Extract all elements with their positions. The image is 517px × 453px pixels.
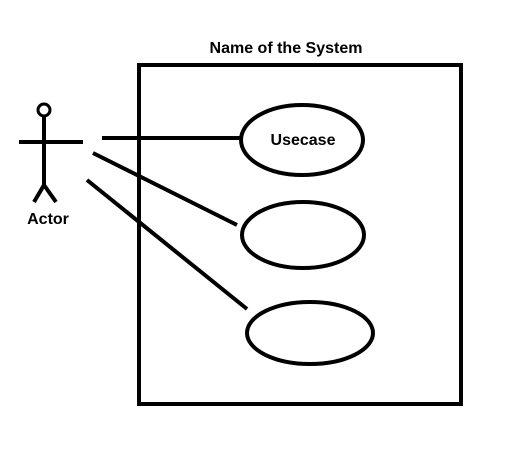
actor-head [36,102,52,118]
usecase-1: Usecase [239,103,365,177]
usecase-ellipse-3 [245,300,375,366]
usecase-ellipse-2 [240,200,366,270]
system-boundary-box [137,63,463,406]
actor: Actor [19,102,83,228]
usecase-ellipse-1 [239,103,365,177]
usecase-3 [245,300,375,366]
usecase-label-1: Usecase [271,132,336,149]
system-boundary: Name of the System [137,40,463,406]
actor-label: Actor [27,211,69,228]
usecase-2 [240,200,366,270]
associations [85,136,249,311]
actor-right-leg [42,183,58,204]
association-line-3 [85,178,249,311]
system-title: Name of the System [210,40,363,57]
actor-left-leg [32,183,46,204]
association-line-2 [92,151,238,227]
